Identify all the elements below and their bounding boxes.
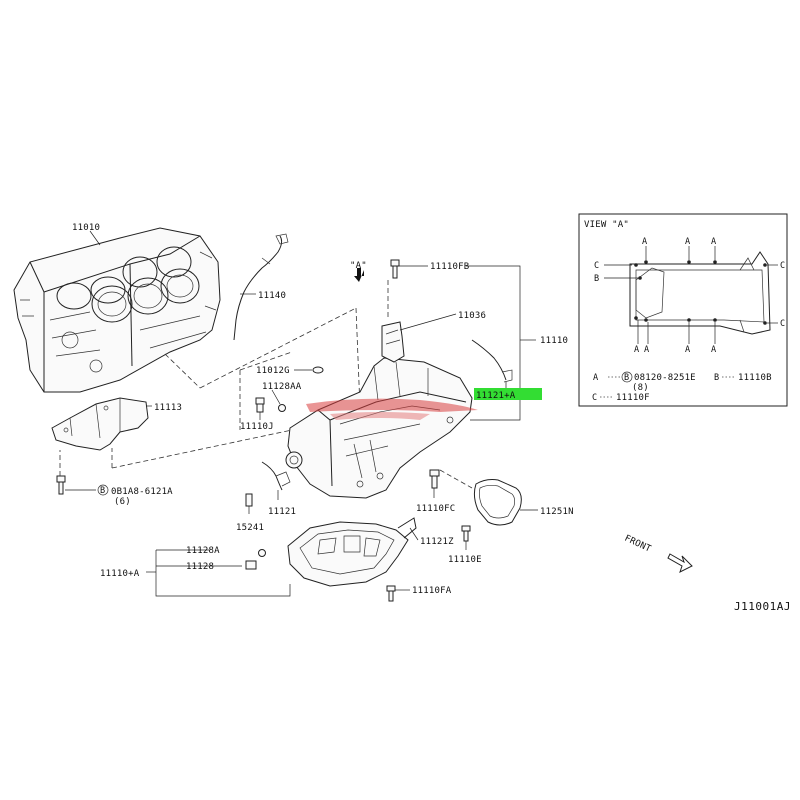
bolt-fa [386,585,410,602]
view-a-mark-a2: A [685,237,690,247]
label-11110a: 11110+A [100,569,140,579]
block-bolt [56,475,96,495]
legend-key-b: B [714,373,719,383]
bolt-fc [429,469,440,498]
view-a-mark-c1: C [594,261,599,271]
view-a-mark-a5: A [644,345,649,355]
oil-strainer [471,339,513,390]
legend-part-b: 11110B [738,373,772,383]
view-a-mark-a1: A [642,237,647,247]
legend-part-a: 08120-8251E [634,373,696,383]
legend-key-a: A [593,373,598,383]
label-11128aa: 11128AA [262,382,302,392]
view-a-panel [578,213,788,407]
diagram-id: J11001AJ [734,600,791,613]
baffle-plate [381,313,457,363]
dipstick-guide [233,233,289,341]
label-front: FRONT [623,534,653,555]
front-arrow [667,553,693,573]
view-a-mark-a6: A [685,345,690,355]
label-bolt-qty: (6) [114,497,131,507]
label-11128a: 11128A [186,546,220,556]
label-11110e: 11110E [448,555,482,565]
washer-aa [271,389,286,412]
oil-tube [261,461,291,500]
label-11251n: 11251N [540,507,574,517]
svg-text:B: B [100,486,105,496]
oil-pan-upper [285,357,473,499]
bolt-fb [390,259,428,279]
label-11121a: 11121+A [476,391,516,401]
view-a-marker: "A" [350,261,367,271]
label-15241: 15241 [236,523,264,533]
label-0b1a8: 0B1A8-6121A [111,487,173,497]
label-11113: 11113 [154,403,182,413]
label-11110: 11110 [540,336,568,346]
view-a-arrow [354,268,364,282]
legend-qty-a: (8) [632,383,649,393]
label-11010: 11010 [72,223,100,233]
label-11110fa: 11110FA [412,586,452,596]
plug-j [255,397,265,420]
gasket-11251n [473,479,538,526]
label-11110fb: 11110FB [430,262,469,272]
label-11012g: 11012G [256,366,290,376]
legend-key-c: C [592,393,597,403]
oil-pan-lower [287,517,419,587]
label-11140: 11140 [258,291,286,301]
stud-15241 [245,493,253,514]
drain-washer [258,549,266,557]
label-11121: 11121 [268,507,296,517]
rear-cover [51,397,152,451]
view-a-mark-a7: A [711,345,716,355]
view-a-mark-a3: A [711,237,716,247]
view-a-title: VIEW "A" [584,220,629,230]
label-11128: 11128 [186,562,214,572]
view-a-mark-b1: B [594,274,599,284]
legend-bolt-symbol: B [624,373,629,383]
watermark [306,398,478,420]
view-a-mark-a4: A [634,345,639,355]
highlight-marker [474,388,542,400]
label-11036: 11036 [458,311,486,321]
label-11110fc: 11110FC [416,504,455,514]
bolt-e [461,525,471,550]
legend-part-c: 11110F [616,393,650,403]
label-11121z: 11121Z [420,537,454,547]
view-a-mark-c2: C [780,261,785,271]
bolt-spec-callout: B 0B1A8-6121A (6) [97,484,173,507]
label-11110j: 11110J [240,422,274,432]
cylinder-block [13,227,221,393]
view-a-mark-c3: C [780,319,785,329]
drain-plug [245,560,257,570]
drain-plug-g [294,366,324,374]
